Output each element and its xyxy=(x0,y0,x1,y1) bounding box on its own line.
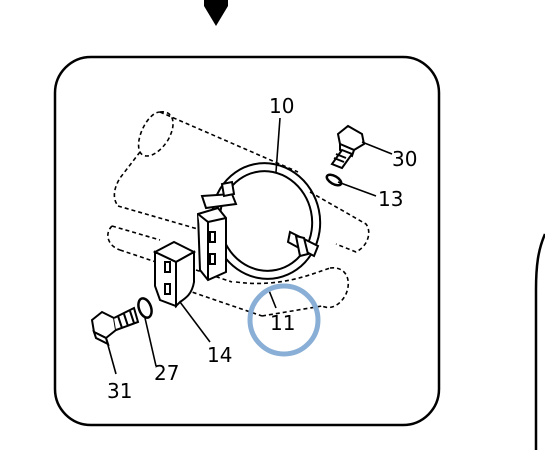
callout-10: 10 xyxy=(269,94,294,118)
callout-27: 27 xyxy=(154,361,179,385)
pointer-arrow-icon xyxy=(204,0,228,26)
callout-11: 11 xyxy=(270,311,295,335)
washer-27 xyxy=(137,297,153,319)
detail-frame xyxy=(53,55,441,427)
callout-14: 14 xyxy=(207,343,232,367)
pipe-clamp xyxy=(196,162,322,282)
bolt-31 xyxy=(90,306,140,346)
phantom-pipes xyxy=(107,111,370,317)
washer-13 xyxy=(325,173,343,187)
adjacent-frame-edge xyxy=(534,233,545,450)
callout-31: 31 xyxy=(107,379,132,403)
callout-30: 30 xyxy=(392,147,417,171)
leader-lines xyxy=(105,117,393,375)
saddle-block xyxy=(152,240,197,309)
callout-13: 13 xyxy=(378,187,403,211)
bolt-30 xyxy=(330,124,366,170)
highlight-ring xyxy=(247,283,321,357)
